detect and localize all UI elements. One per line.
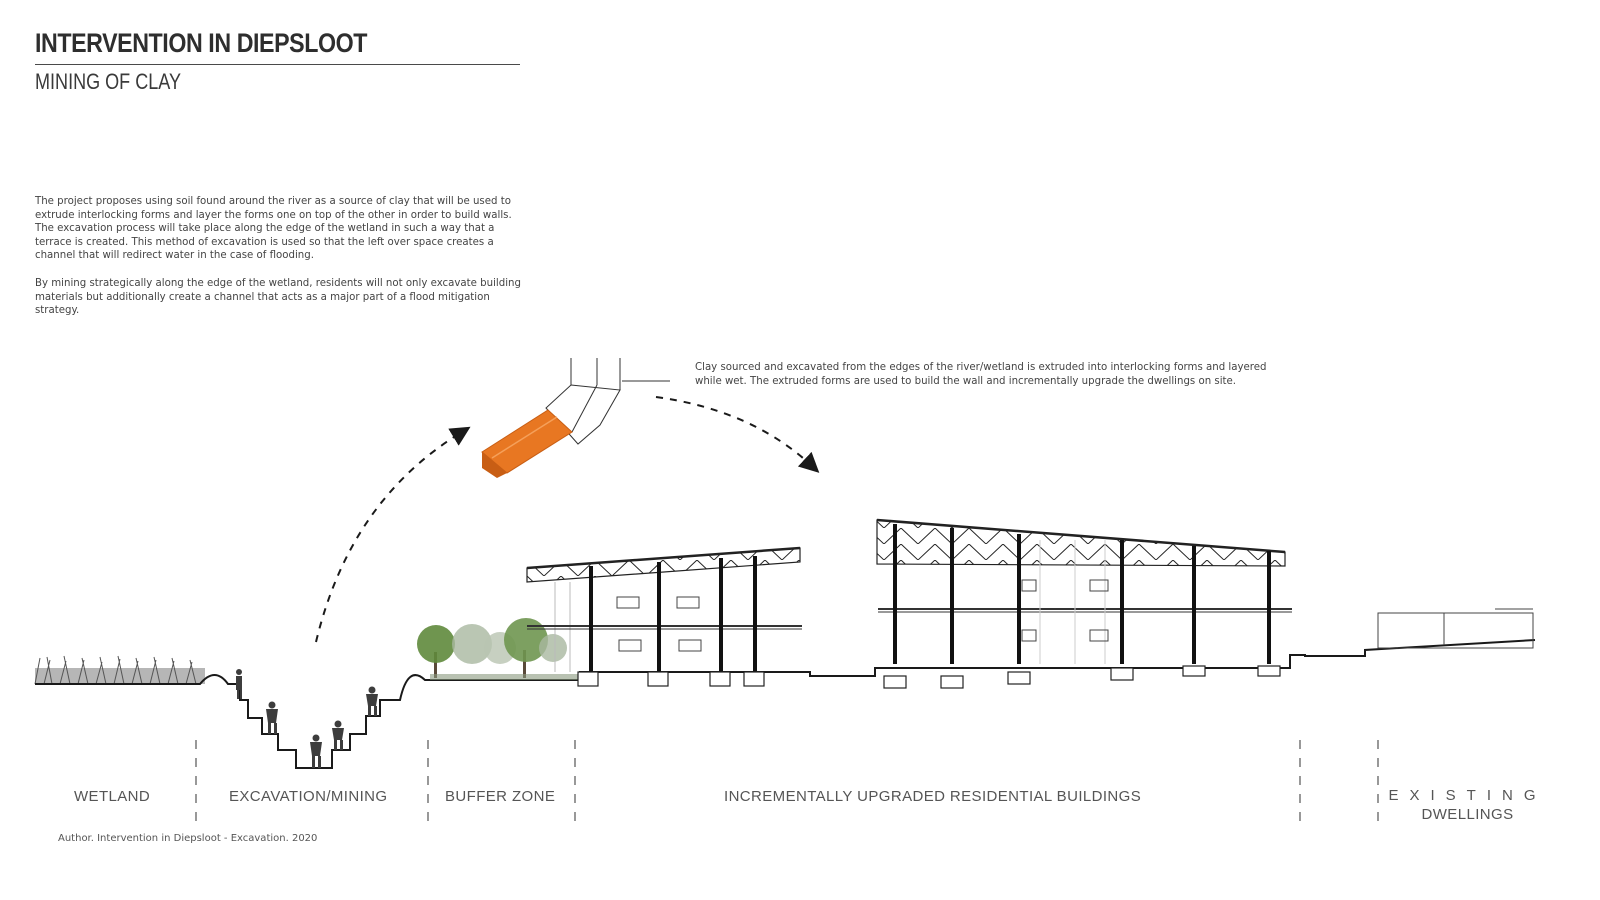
buffer-zone-trees <box>417 618 580 680</box>
figure-caption: Author. Intervention in Diepsloot - Exca… <box>58 833 318 844</box>
worker-figure <box>310 734 322 768</box>
workers-excavating <box>236 669 378 768</box>
zone-label-residential: INCREMENTALLY UPGRADED RESIDENTIAL BUILD… <box>724 788 1142 805</box>
worker-figure <box>366 686 378 716</box>
wetland-vegetation <box>34 655 205 685</box>
extrusion-callout-text: Clay sourced and excavated from the edge… <box>695 362 1267 387</box>
zone-label-wetland: WETLAND <box>74 788 151 805</box>
clay-extruder <box>545 358 670 445</box>
zone-label-existing: EXISTING DWELLINGS <box>1385 787 1550 823</box>
description-paragraph-1: The project proposes using soil found ar… <box>35 196 512 262</box>
zone-label-excavation: EXCAVATION/MINING <box>229 788 388 805</box>
worker-figure <box>332 720 344 750</box>
extruded-clay-block <box>481 409 573 478</box>
zone-label-existing-line-2: DWELLINGS <box>1421 806 1514 823</box>
existing-dwelling <box>1377 608 1534 649</box>
title-underline <box>35 64 520 65</box>
residential-building-2 <box>876 518 1292 689</box>
zone-label-buffer: BUFFER ZONE <box>445 788 556 805</box>
residential-building-1 <box>526 546 802 687</box>
worker-figure <box>266 701 278 734</box>
worker-figure <box>236 669 242 699</box>
zone-label-existing-line-1: EXISTING <box>1388 787 1547 804</box>
page-title: INTERVENTION IN DIEPSLOOT <box>35 28 368 58</box>
description-paragraph-2: By mining strategically along the edge o… <box>35 278 521 317</box>
extrusion-to-building-arrow <box>655 396 820 473</box>
page-subtitle: MINING OF CLAY <box>35 69 182 94</box>
excavation-to-extrusion-arrow <box>315 426 471 643</box>
ground-section-line <box>35 639 1536 769</box>
zone-dividers <box>195 740 1379 825</box>
